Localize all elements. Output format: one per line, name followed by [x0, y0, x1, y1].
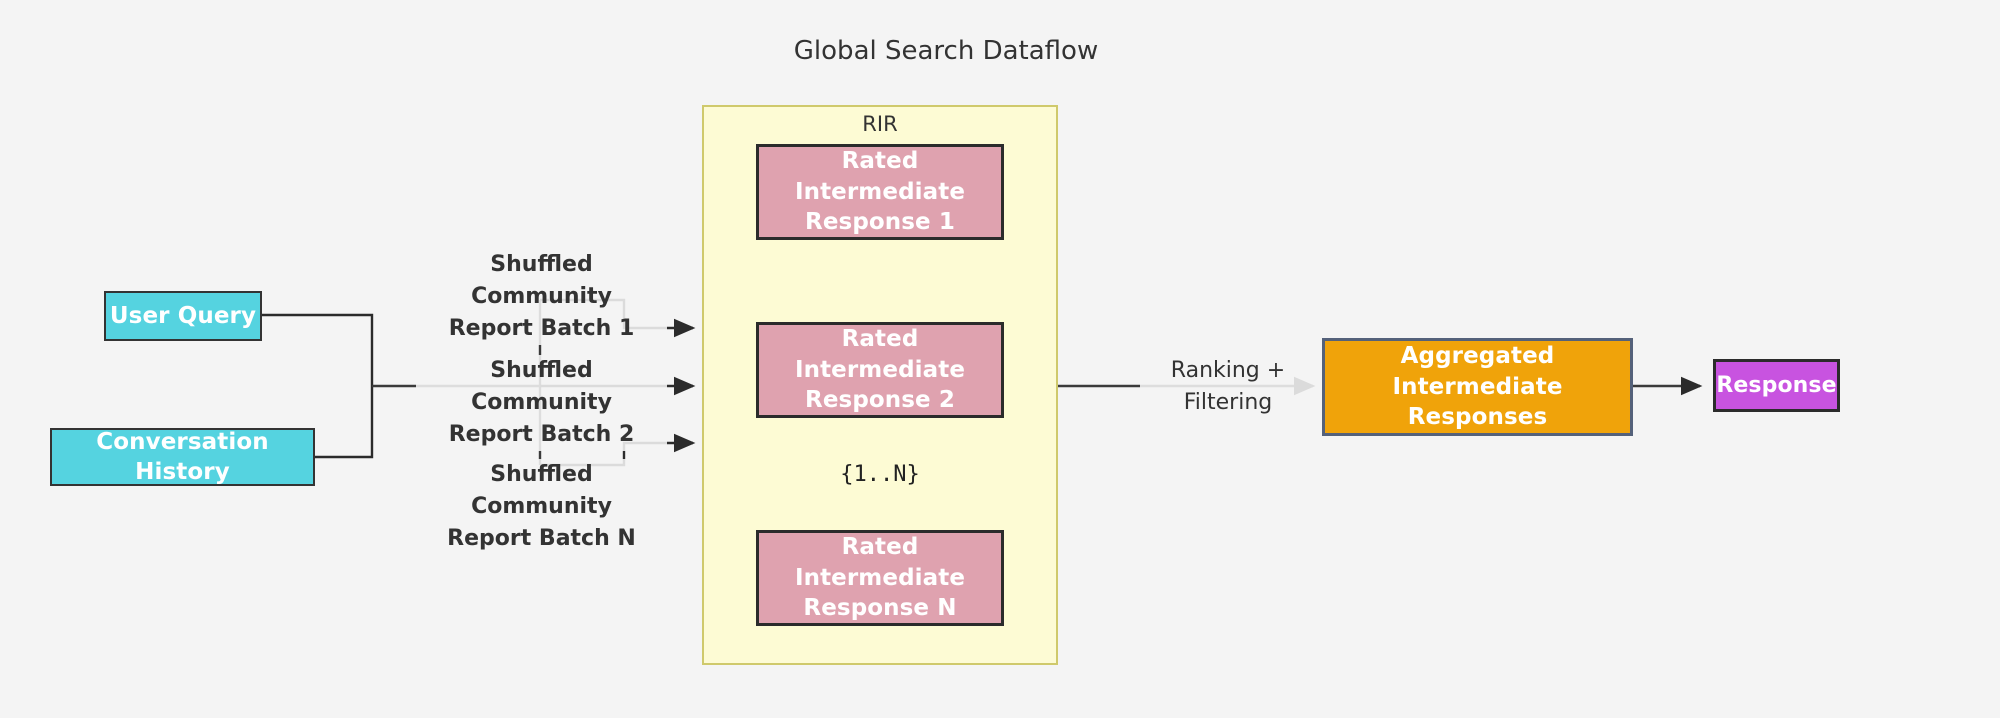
node-aggregated-label: Aggregated Intermediate Responses: [1392, 343, 1563, 431]
connector-conversation-history-to-bus: [315, 386, 374, 459]
edge-label-batch-n: Shuffled Community Report Batch N: [416, 459, 667, 555]
node-rir-n[interactable]: Rated Intermediate Response N: [756, 530, 1004, 626]
node-user-query-label: User Query: [109, 302, 257, 329]
connector-user-query-to-bus: [262, 313, 374, 386]
node-conversation-history-label: Conversation History: [96, 428, 269, 485]
node-rir-2[interactable]: Rated Intermediate Response 2: [756, 322, 1004, 418]
diagram-title: Global Search Dataflow: [793, 36, 1099, 66]
rir-group-title: RIR: [862, 112, 898, 136]
node-conversation-history[interactable]: Conversation History: [50, 428, 315, 486]
node-response[interactable]: Response: [1713, 359, 1840, 412]
edge-label-batch-2: Shuffled Community Report Batch 2: [416, 355, 667, 451]
edge-label-batch-1: Shuffled Community Report Batch 1: [416, 249, 667, 345]
node-rir-2-label: Rated Intermediate Response 2: [794, 326, 966, 414]
node-rir-1[interactable]: Rated Intermediate Response 1: [756, 144, 1004, 240]
rir-range-label: {1..N}: [800, 462, 960, 487]
node-rir-1-label: Rated Intermediate Response 1: [794, 148, 966, 236]
edge-label-ranking-filtering: Ranking + Filtering: [1140, 355, 1316, 419]
node-user-query[interactable]: User Query: [104, 291, 262, 341]
node-response-label: Response: [1716, 372, 1837, 398]
node-rir-n-label: Rated Intermediate Response N: [794, 534, 966, 622]
node-aggregated-intermediate-responses[interactable]: Aggregated Intermediate Responses: [1322, 338, 1633, 436]
